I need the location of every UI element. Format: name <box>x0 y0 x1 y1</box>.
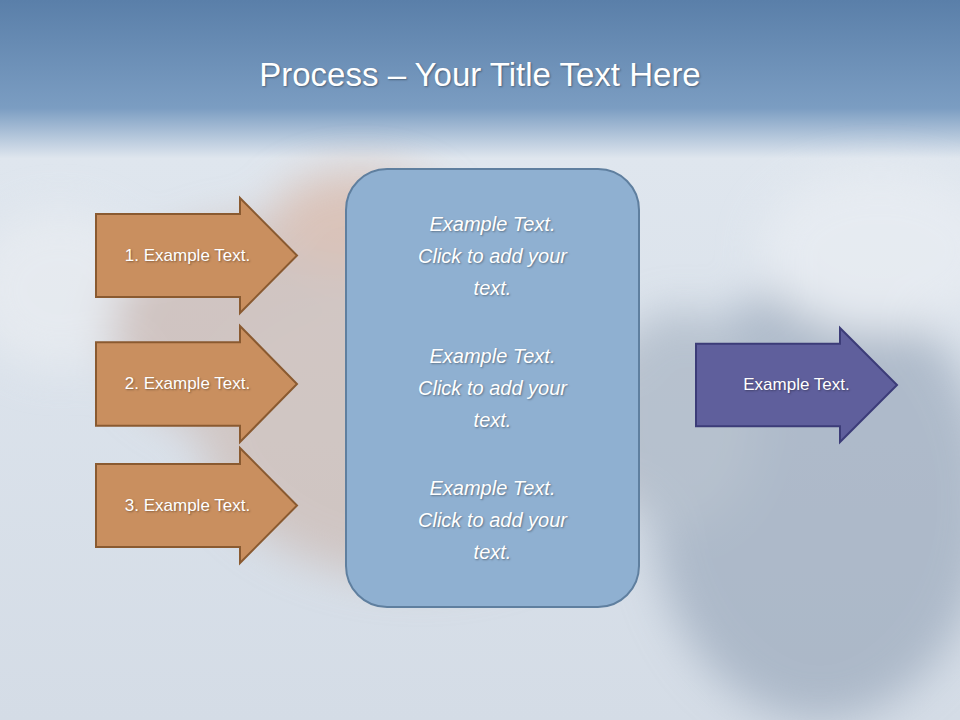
output-arrow: Example Text. <box>696 328 897 442</box>
arrow-label: Example Text. <box>696 344 897 426</box>
panel-text: Example Text. Click to add your text. <box>413 472 573 568</box>
panel-text: Example Text. Click to add your text. <box>413 208 573 304</box>
input-arrow: 3. Example Text. <box>96 448 297 563</box>
arrow-outline <box>96 448 297 563</box>
input-arrow: 2. Example Text. <box>96 326 297 442</box>
arrow-outline <box>696 328 897 442</box>
panel-text: Example Text. Click to add your text. <box>413 340 573 436</box>
arrow-label: 2. Example Text. <box>96 342 279 426</box>
arrow-outline <box>96 326 297 442</box>
input-arrow: 1. Example Text. <box>96 198 297 313</box>
slide-title: Process – Your Title Text Here <box>0 54 960 96</box>
arrow-label: 3. Example Text. <box>96 464 279 547</box>
arrow-label: 1. Example Text. <box>96 214 279 297</box>
arrow-outline <box>96 198 297 313</box>
process-panel: Example Text. Click to add your text. Exa… <box>345 168 640 608</box>
